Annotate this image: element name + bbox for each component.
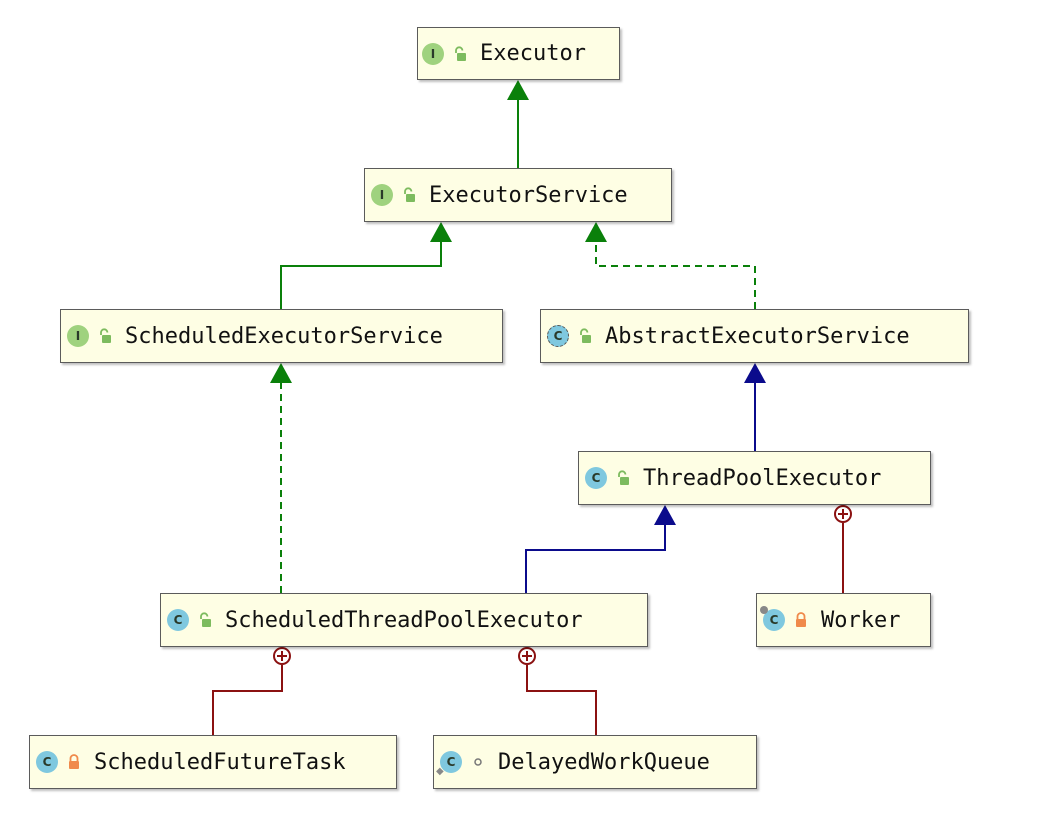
class-node-executor[interactable]: I Executor [417,27,620,80]
kind-letter: C [769,613,779,627]
kind-letter: C [446,755,456,769]
arrowhead [507,80,529,100]
private-icon [793,612,809,628]
public-icon [197,612,213,628]
arrowhead [430,222,452,242]
kind-letter: I [75,329,81,343]
static-badge-icon [760,606,768,614]
class-node-thread-pool-executor[interactable]: C ThreadPoolExecutor [578,451,931,505]
class-name: DelayedWorkQueue [498,749,710,775]
class-node-executor-service[interactable]: I ExecutorService [364,168,672,222]
class-name: AbstractExecutorService [605,323,910,349]
edge-worker-to-thread_pool_executor [834,505,852,593]
class-icon: C [585,467,607,489]
edge-scheduled_executor_service-to-executor_service [280,222,452,309]
edges-layer [212,80,852,735]
static-badge-icon: ◆ [436,766,444,777]
public-icon [401,187,417,203]
arrowhead [654,505,676,525]
kind-letter: C [591,471,601,485]
class-name: ThreadPoolExecutor [643,465,882,491]
class-icon: C◆ [436,751,462,777]
class-name: ScheduledThreadPoolExecutor [225,607,583,633]
class-icon: C [36,751,58,773]
edge-line [280,242,442,309]
interface-icon: I [67,325,89,347]
class-name: ScheduledExecutorService [125,323,443,349]
class-node-scheduled-executor-service[interactable]: I ScheduledExecutorService [60,309,503,363]
class-name: ScheduledFutureTask [94,749,346,775]
edge-scheduled_thread_pool_executor-to-scheduled_executor_service [270,363,292,593]
package-icon [470,754,486,770]
interface-icon: I [371,184,393,206]
class-name: ExecutorService [429,182,628,208]
class-node-delayed-work-queue[interactable]: C◆ DelayedWorkQueue [433,735,757,789]
class-icon: C [760,606,785,631]
edge-line [595,242,756,309]
class-node-scheduled-thread-pool-executor[interactable]: C ScheduledThreadPoolExecutor [160,593,648,647]
edge-executor_service-to-executor [507,80,529,168]
kind-letter: C [42,755,52,769]
edge-line [526,665,597,735]
public-icon [97,328,113,344]
kind-letter: I [379,188,385,202]
class-icon: C [167,609,189,631]
edge-delayed_work_queue-to-scheduled_thread_pool_executor [518,647,597,735]
interface-icon: I [422,42,444,65]
edge-scheduled_thread_pool_executor-to-thread_pool_executor [525,505,676,593]
inner-class-plus [277,651,287,661]
inner-class-plus [522,651,532,661]
class-node-worker[interactable]: C Worker [756,593,931,647]
abstract-class-icon: C [547,325,569,347]
edge-abstract_executor_service-to-executor_service [585,222,756,309]
kind-letter: C [553,329,563,343]
inner-class-plus [838,509,848,519]
class-name: Worker [821,607,901,633]
kind-letter: C [173,613,183,627]
arrowhead [744,363,766,383]
edge-thread_pool_executor-to-abstract_executor_service [744,363,766,451]
edge-line [212,665,283,735]
public-icon [615,470,631,486]
class-name: Executor [480,41,586,66]
arrowhead [585,222,607,242]
arrowhead [270,363,292,383]
edge-line [525,525,666,593]
class-node-scheduled-future-task[interactable]: C ScheduledFutureTask [29,735,397,789]
edge-scheduled_future_task-to-scheduled_thread_pool_executor [212,647,291,735]
kind-letter: I [430,46,436,61]
public-icon [577,328,593,344]
public-icon [452,45,468,62]
class-node-abstract-executor-service[interactable]: C AbstractExecutorService [540,309,969,363]
private-icon [66,754,82,770]
